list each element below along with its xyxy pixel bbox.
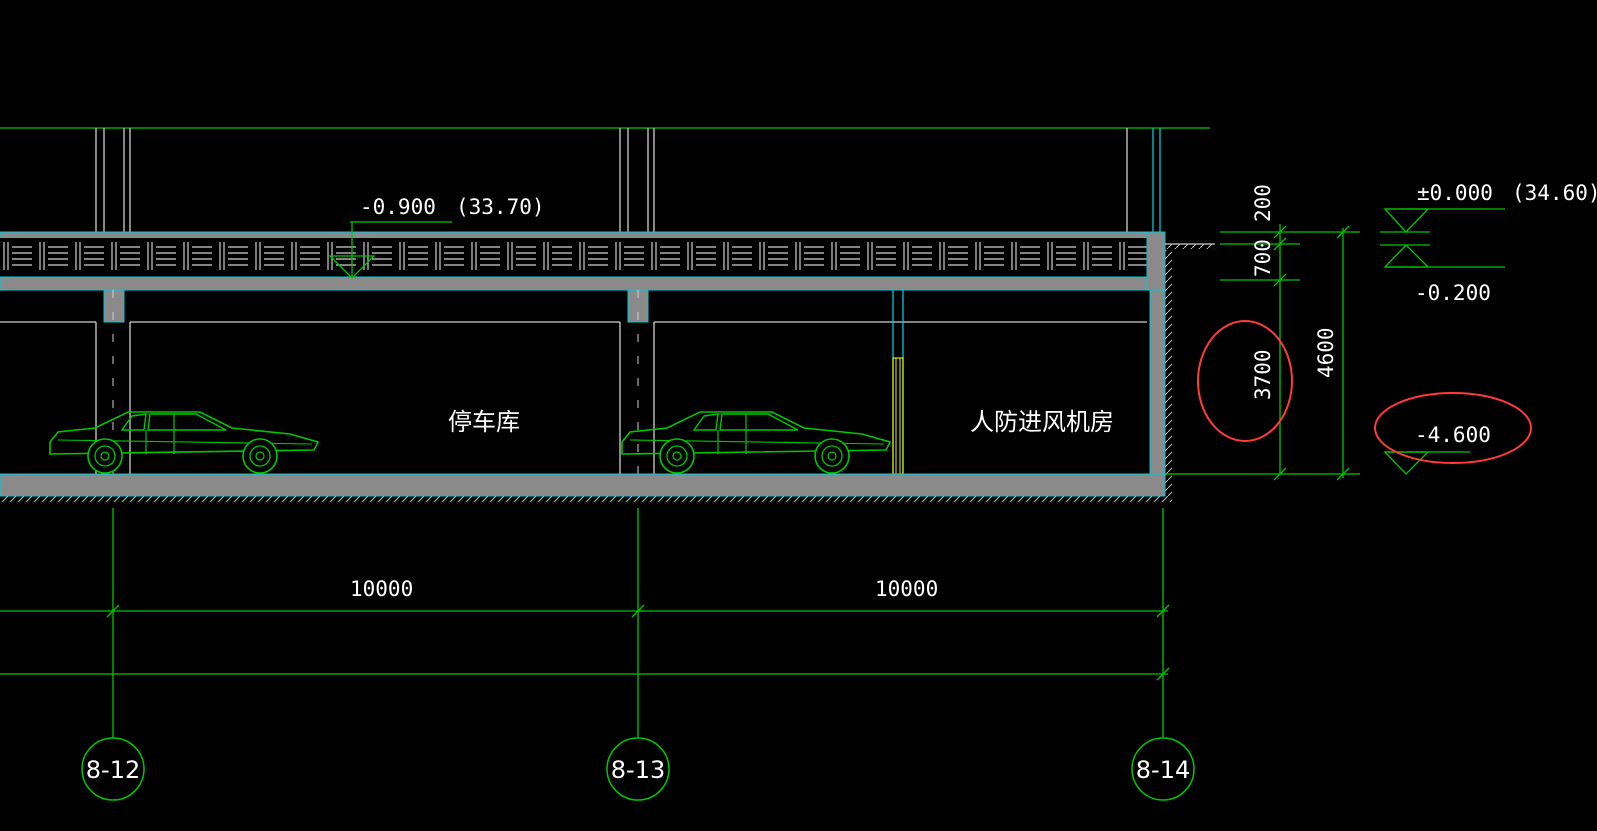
elevation-floor-value: -0.900 (360, 195, 436, 219)
elevation-ground-absolute: (34.60) (1512, 181, 1597, 205)
axis-bubble-8-12: 8-12 (81, 737, 145, 801)
outer-wall-right (1149, 289, 1166, 497)
elevation-marker-floor: -0.900 (33.70) (328, 195, 545, 279)
elevation-triangle-icon (1383, 451, 1430, 475)
horizontal-dimensions (0, 604, 1170, 681)
red-highlight-minus-4600 (1374, 392, 1532, 464)
dim-3700: 3700 (1251, 349, 1275, 400)
dim-4600: 4600 (1314, 327, 1338, 378)
partition-wall (892, 290, 904, 475)
dim-200: 200 (1251, 184, 1275, 222)
upper-structure (0, 127, 1210, 232)
elevation-triangle-icon (1383, 244, 1430, 268)
vertical-dimensions (1165, 224, 1360, 481)
axis-label: 8-13 (611, 756, 665, 784)
elevation-floor-absolute: (33.70) (456, 195, 545, 219)
basement-columns (0, 321, 1147, 474)
elevation-bottom-value: -4.600 (1415, 423, 1491, 447)
axis-label: 8-14 (1136, 756, 1190, 784)
axis-bubble-8-13: 8-13 (606, 737, 670, 801)
elevation-triangle-icon (328, 255, 376, 279)
room-label-air-intake: 人防进风机房 (970, 408, 1114, 436)
axis-circle-icon (81, 737, 145, 801)
axis-label: 8-12 (86, 756, 140, 784)
dim-span-right: 10000 (875, 577, 938, 601)
basement-roof-slab (0, 231, 1166, 291)
car-icon (621, 411, 891, 474)
beams (103, 289, 649, 323)
car-icon (49, 411, 319, 474)
room-label-garage: 停车库 (448, 408, 520, 436)
dim-700: 700 (1251, 239, 1275, 277)
elevation-ground-value: ±0.000 (1417, 181, 1493, 205)
axis-bubble-8-14: 8-14 (1131, 737, 1195, 801)
elevation-triangle-icon (1383, 208, 1430, 233)
dim-span-left: 10000 (350, 577, 413, 601)
axis-circle-icon (1131, 737, 1195, 801)
axis-circle-icon (606, 737, 670, 801)
basement-floor-slab (0, 473, 1172, 502)
red-highlight-3700 (1197, 320, 1293, 442)
axis-lines (112, 508, 1164, 738)
elevation-slab-edge-value: -0.200 (1415, 281, 1491, 305)
elevation-markers-right (1380, 208, 1505, 475)
